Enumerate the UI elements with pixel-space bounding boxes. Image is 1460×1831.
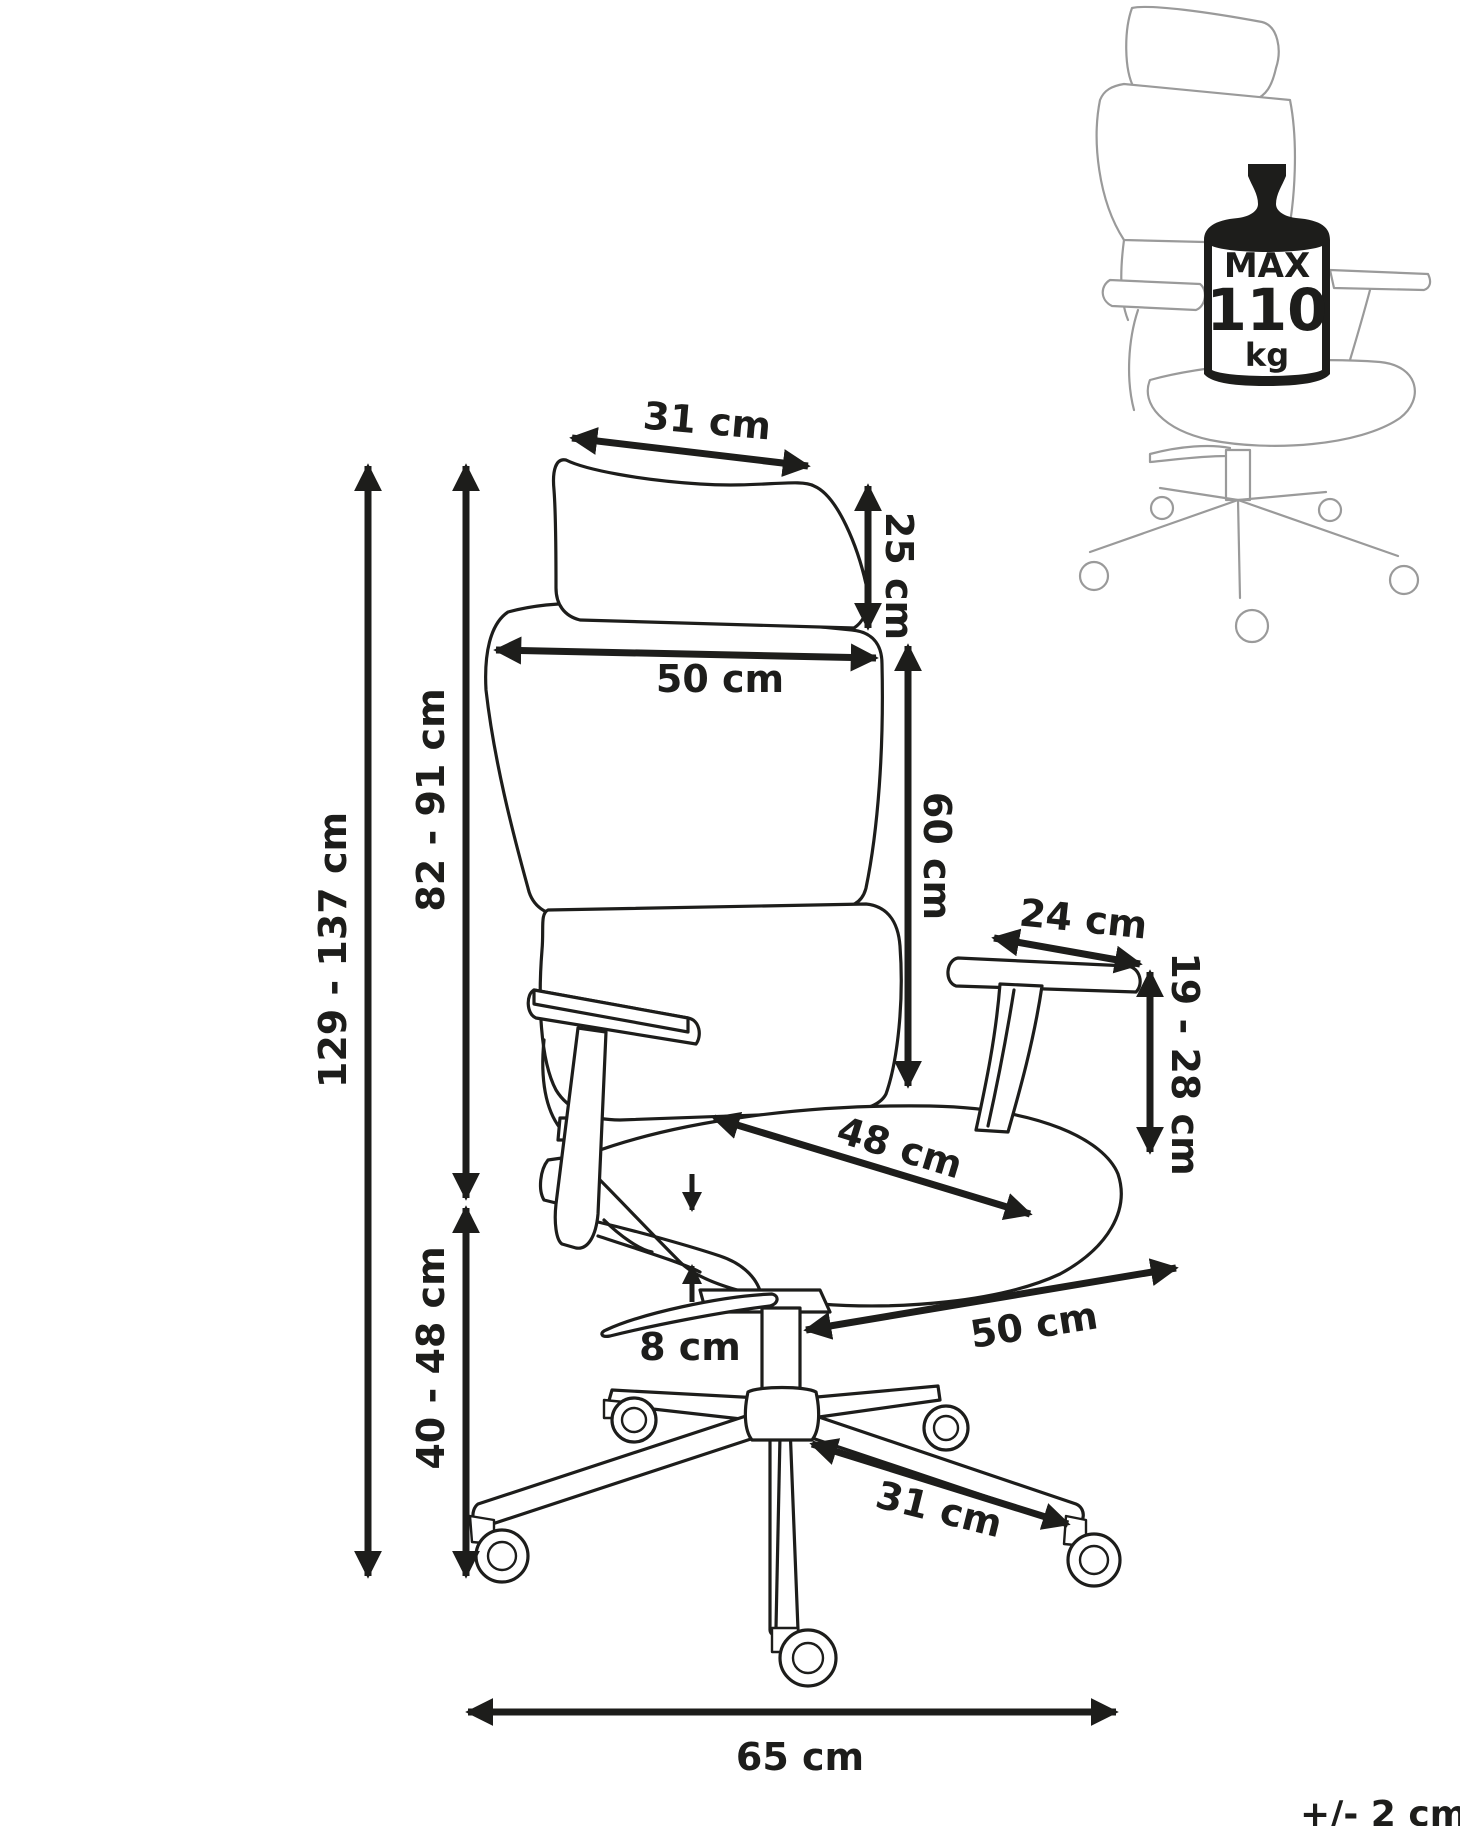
armrest-length-arrow	[991, 928, 1143, 974]
headrest-height-label: 25 cm	[877, 512, 921, 640]
seat-thickness-label: 8 cm	[639, 1325, 741, 1369]
base-width-label: 65 cm	[736, 1735, 864, 1779]
headrest-width-arrow	[569, 427, 811, 477]
weight-icon: MAX 110 kg	[1204, 164, 1330, 386]
office-chair-thumbnail	[1078, 5, 1432, 644]
tolerance-label: +/- 2 cm	[1300, 1794, 1460, 1826]
weight-unit: kg	[1245, 336, 1289, 374]
seat-depth-arrow	[711, 1111, 1033, 1221]
back-height-label: 82 - 91 cm	[409, 688, 453, 911]
weight-max-label: MAX	[1224, 246, 1310, 286]
dimension-arrows	[354, 427, 1179, 1726]
headrest-width-label: 31 cm	[641, 394, 773, 449]
armrest-height-label: 19 - 28 cm	[1163, 952, 1207, 1175]
seat-height-label: 40 - 48 cm	[409, 1246, 453, 1469]
backrest-height-label: 60 cm	[915, 792, 959, 920]
backrest-width-label: 50 cm	[656, 657, 784, 701]
backrest-width-arrow	[493, 636, 879, 672]
office-chair-drawing	[468, 458, 1142, 1688]
seat-width-arrow	[803, 1258, 1179, 1340]
armrest-length-label: 24 cm	[1017, 890, 1149, 947]
weight-value: 110	[1206, 276, 1327, 344]
leg-length-arrow	[809, 1438, 1071, 1530]
total-height-label: 129 - 137 cm	[311, 812, 355, 1088]
